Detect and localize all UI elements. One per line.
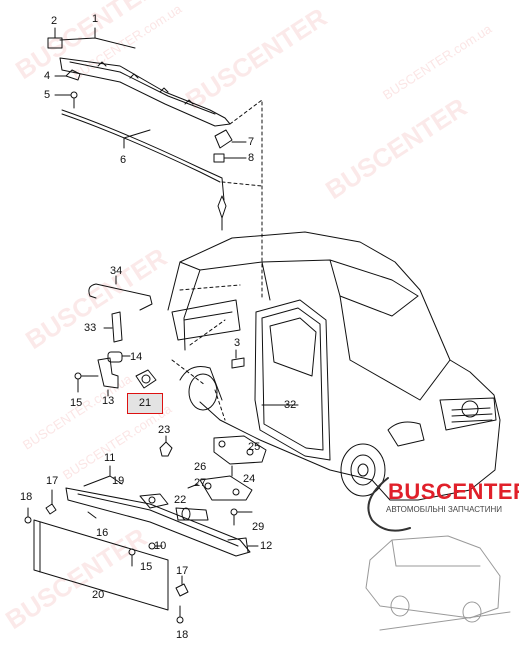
bracket-and-nut xyxy=(213,129,247,163)
clip-and-screw xyxy=(54,69,81,109)
brand-logo-ring xyxy=(367,477,411,532)
cable-34 xyxy=(88,275,153,311)
callout-10: 10 xyxy=(154,540,167,552)
callout-34: 34 xyxy=(110,265,123,277)
callout-16: 16 xyxy=(96,527,109,539)
callout-6: 6 xyxy=(120,154,127,166)
callout-11: 11 xyxy=(104,452,116,464)
callout-2: 2 xyxy=(51,15,58,27)
callout-20: 20 xyxy=(92,589,105,601)
brand-logo: BUSCENTER xyxy=(388,479,519,504)
callout-21-highlighted: 21 xyxy=(127,393,163,414)
callout-8: 8 xyxy=(248,152,255,164)
callout-13: 13 xyxy=(102,395,115,407)
callout-19: 19 xyxy=(112,475,125,487)
callout-29: 29 xyxy=(252,521,265,533)
part-23 xyxy=(159,435,173,457)
callout-17: 17 xyxy=(176,565,189,577)
callout-4: 4 xyxy=(44,70,51,82)
callout-3: 3 xyxy=(234,337,241,349)
bracket-13 xyxy=(74,351,131,397)
callout-1: 1 xyxy=(92,13,99,25)
callout-5: 5 xyxy=(44,89,51,101)
brand-tagline: АВТОМОБІЛЬНІ ЗАПЧАСТИНИ xyxy=(386,505,502,514)
inset-van-graphic xyxy=(365,535,511,631)
top-guide-rail xyxy=(59,27,231,127)
callout-7: 7 xyxy=(248,136,255,148)
callout-32: 32 xyxy=(284,399,297,411)
callout-24: 24 xyxy=(243,473,256,485)
callout-14: 14 xyxy=(130,351,143,363)
callout-33: 33 xyxy=(84,322,97,334)
seal-strip xyxy=(61,109,227,231)
callout-18: 18 xyxy=(20,491,33,503)
callout-12: 12 xyxy=(260,540,273,552)
lower-guide-rail xyxy=(24,465,259,624)
callout-23: 23 xyxy=(158,424,171,436)
callout-17: 17 xyxy=(46,475,59,487)
van-body xyxy=(167,231,501,501)
callout-18: 18 xyxy=(176,629,189,641)
callout-26: 26 xyxy=(194,461,207,473)
callout-27: 27 xyxy=(194,477,207,489)
callout-15: 15 xyxy=(70,397,83,409)
roller-21 xyxy=(135,369,157,389)
callout-15: 15 xyxy=(140,561,153,573)
lower-bracket-group xyxy=(187,435,267,526)
callout-25: 25 xyxy=(248,441,261,453)
part-33 xyxy=(103,311,123,343)
callout-22: 22 xyxy=(174,494,187,506)
clip-part xyxy=(47,27,63,49)
leader-lines-dashed xyxy=(171,99,263,421)
